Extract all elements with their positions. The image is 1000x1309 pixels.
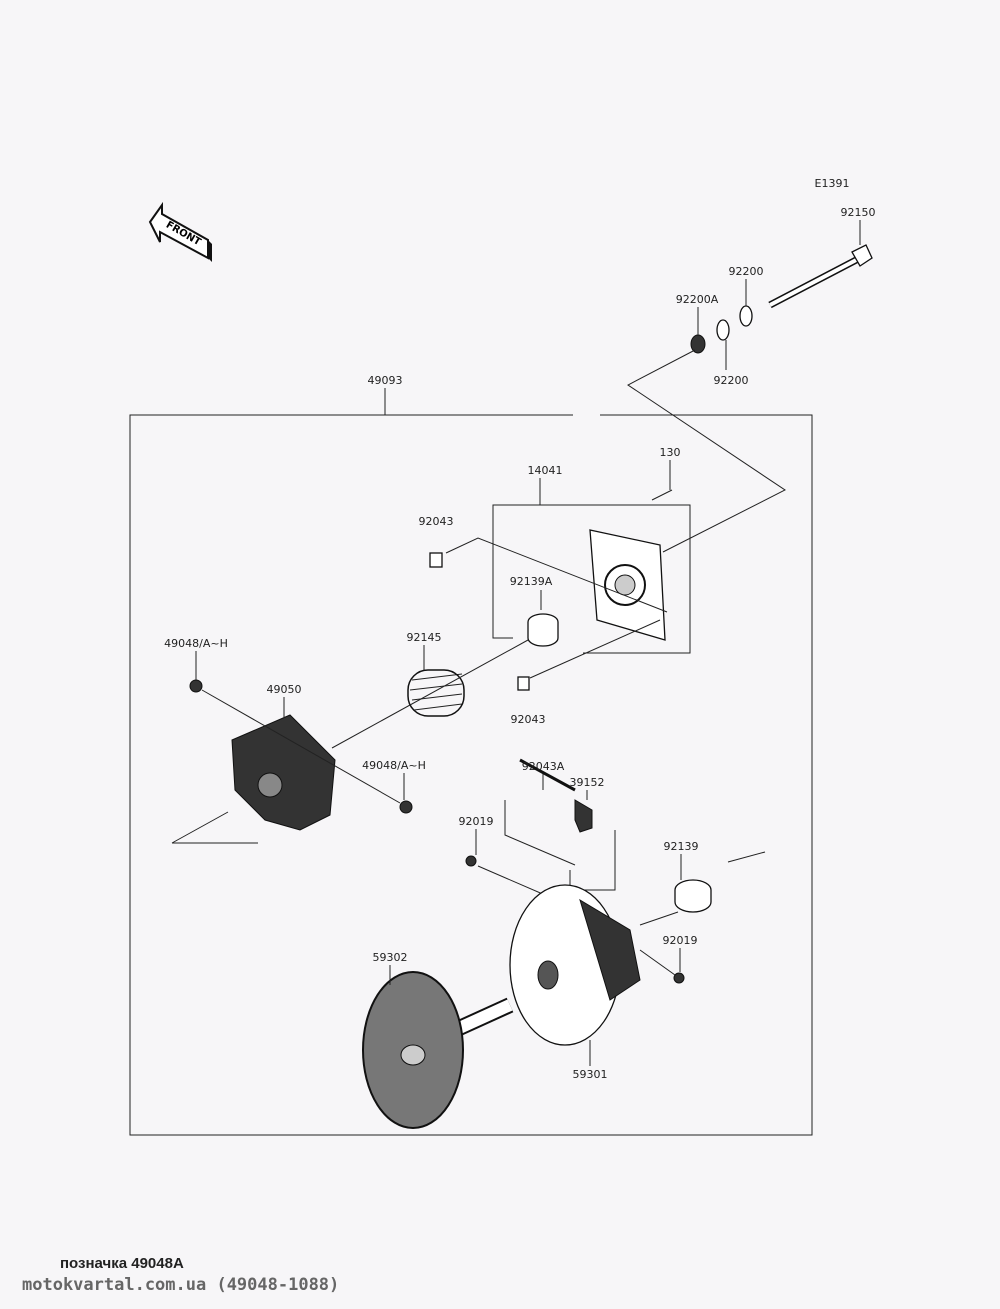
- spring-92145: [407, 669, 465, 717]
- label-130: 130: [660, 446, 681, 459]
- label-59301: 59301: [573, 1068, 608, 1081]
- label-49048-right: 49048/A~H: [362, 759, 426, 772]
- assembly-frame: [129, 414, 813, 1136]
- label-49093: 49093: [368, 374, 403, 387]
- label-92043-top: 92043: [419, 515, 454, 528]
- label-39152: 39152: [570, 776, 605, 789]
- label-92019-left: 92019: [459, 815, 494, 828]
- label-49050: 49050: [267, 683, 302, 696]
- site-watermark: motokvartal.com.ua (49048-1088): [22, 1275, 340, 1295]
- label-92150: 92150: [841, 206, 876, 219]
- label-92043A: 92043A: [522, 760, 565, 773]
- fixed-sheave-59302: [362, 971, 514, 1129]
- label-92200A: 92200A: [676, 293, 719, 306]
- label-92043-bottom: 92043: [511, 713, 546, 726]
- cover-14041: [589, 529, 666, 641]
- diagram-code: E1391: [815, 177, 850, 190]
- label-92145: 92145: [407, 631, 442, 644]
- label-92019-right: 92019: [663, 934, 698, 947]
- label-92139A: 92139A: [510, 575, 553, 588]
- label-49048-left: 49048/A~H: [164, 637, 228, 650]
- part-caption: позначка 49048A: [60, 1255, 184, 1272]
- label-14041: 14041: [528, 464, 563, 477]
- label-92200-top: 92200: [729, 265, 764, 278]
- front-arrow-icon: FRONT: [148, 201, 212, 262]
- sheave-59301: [509, 884, 641, 1046]
- label-59302: 59302: [373, 951, 408, 964]
- bolt-92150: [768, 244, 873, 309]
- label-92139: 92139: [664, 840, 699, 853]
- label-92200-bottom: 92200: [714, 374, 749, 387]
- spider-49050: [231, 714, 336, 831]
